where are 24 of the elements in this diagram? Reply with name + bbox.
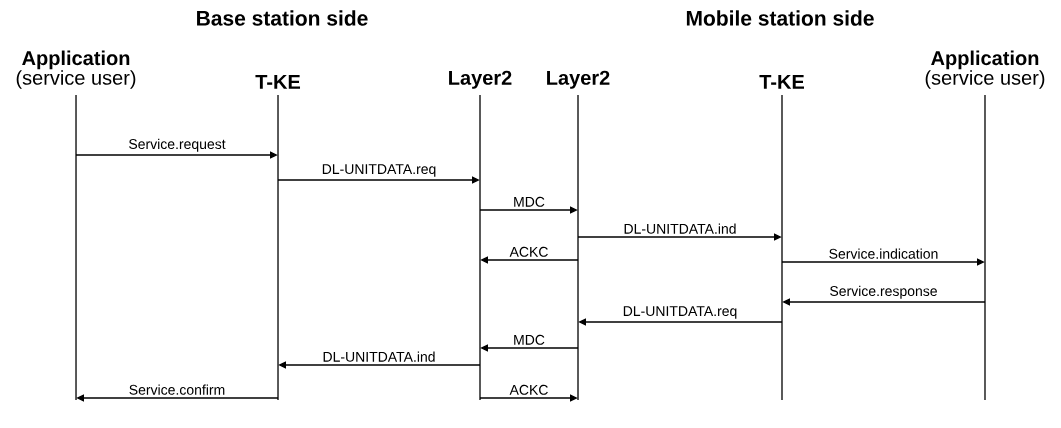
arrow [577,233,782,241]
edge-label: MDC [512,333,546,346]
arrow [479,206,578,214]
edge-label: DL-UNITDATA.ind [321,350,437,363]
edge-label: Service.response [828,284,939,300]
arrow [75,151,278,159]
lifeline: T-KE [759,75,804,401]
edge-label: MDC [512,195,546,208]
section-heading: Base station side [197,10,368,26]
edge-label: Service.request [127,137,227,153]
arrow [479,394,578,402]
edge-label: DL-UNITDATA.req [320,163,438,178]
edge-label: DL-UNITDATA.req [621,305,739,320]
edge-label: ACKC [508,383,550,396]
section-heading: Mobile station side [686,10,874,26]
edge-label: Service.indication [827,247,940,260]
arrow [781,258,985,266]
lifeline: T-KE [255,75,300,401]
edge-label: DL-UNITDATA.ind [622,222,738,235]
arrow [782,298,986,306]
edge-label: Service.confirm [127,383,227,396]
lifeline: Layer2 [547,70,610,401]
arrow [277,176,480,184]
edge-label: ACKC [508,245,550,258]
